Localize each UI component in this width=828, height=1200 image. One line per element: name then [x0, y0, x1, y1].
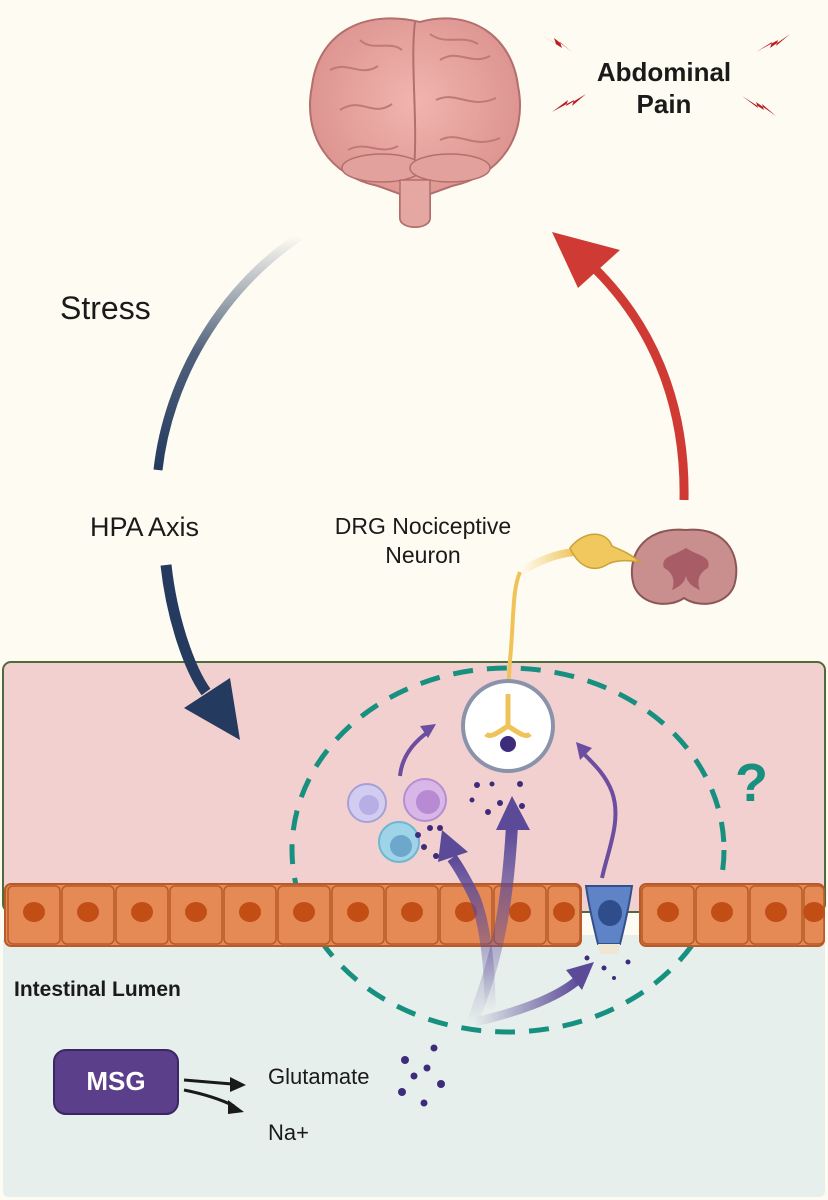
glutamate-dots — [398, 781, 631, 1107]
enteroendocrine-cell-icon — [584, 885, 634, 954]
drg-neuron-line1: DRG Nociceptive — [334, 513, 512, 539]
glutamate-arrowhead-immune — [438, 830, 468, 862]
glutamate-arrowhead-eec — [566, 962, 594, 990]
stress-arrowhead — [184, 678, 240, 740]
stress-label: Stress — [60, 290, 151, 326]
glutamate-arrow-to-immune — [447, 854, 496, 1011]
epithelial-nucleus — [455, 902, 477, 922]
intestinal-lumen-label: Intestinal Lumen — [14, 978, 181, 1001]
eec-arrow — [582, 752, 618, 879]
eec-arrowhead — [576, 742, 592, 760]
brain-icon — [309, 17, 521, 228]
epithelial-nucleus — [239, 902, 261, 922]
stress-arrow-upper — [153, 232, 303, 471]
drg-neuron-label: DRG Nociceptive Neuron — [318, 512, 528, 570]
epithelial-cells — [7, 885, 825, 945]
hpa-axis-label: HPA Axis — [90, 512, 200, 542]
epithelial-nucleus — [509, 902, 531, 922]
interaction-region-dashed-circle — [289, 665, 727, 1035]
epithelial-nucleus — [803, 902, 825, 922]
epithelial-nucleus — [23, 902, 45, 922]
glutamate-arrowhead-neuron — [496, 796, 530, 830]
lightning-bolt-icon — [540, 34, 790, 116]
glutamate-arrow-to-eec — [473, 974, 584, 1027]
abdominal-pain-line1: Abdominal — [596, 57, 732, 87]
abdominal-pain-label: Abdominal Pain — [584, 56, 744, 120]
msg-label: MSG — [86, 1066, 146, 1096]
intestinal-lumen-area — [3, 935, 825, 1197]
glutamate-pointer-arrow — [183, 1078, 233, 1086]
pain-arrowhead — [552, 232, 620, 288]
epithelial-nucleus — [401, 902, 423, 922]
epithelial-nucleus — [293, 902, 315, 922]
glutamate-label: Glutamate — [268, 1064, 370, 1089]
immune-arrowhead — [420, 724, 436, 738]
stress-arrow-lower — [160, 564, 211, 696]
immune-arrow — [398, 730, 430, 777]
epithelial-nucleus — [553, 902, 575, 922]
glutamate-pointer-arrowhead — [230, 1077, 246, 1092]
epithelial-nucleus — [77, 902, 99, 922]
unknown-mechanism-question-mark: ? — [735, 753, 768, 813]
sodium-label: Na+ — [268, 1120, 309, 1145]
drg-neuron-line2: Neuron — [385, 542, 461, 568]
pain-arrow-shaft — [584, 258, 689, 501]
immune-cell-icon — [347, 778, 447, 863]
epithelial-nucleus — [347, 902, 369, 922]
epithelial-nucleus — [765, 902, 787, 922]
msg-box — [53, 1049, 179, 1115]
epithelial-nucleus — [657, 902, 679, 922]
nerve-ending-icon — [461, 679, 555, 773]
abdominal-pain-line2: Pain — [636, 89, 692, 119]
spinal-cord-icon — [630, 528, 738, 605]
sodium-pointer-arrowhead — [228, 1100, 244, 1114]
epithelial-nucleus — [711, 902, 733, 922]
epithelial-nucleus — [185, 902, 207, 922]
epithelial-nucleus — [131, 902, 153, 922]
